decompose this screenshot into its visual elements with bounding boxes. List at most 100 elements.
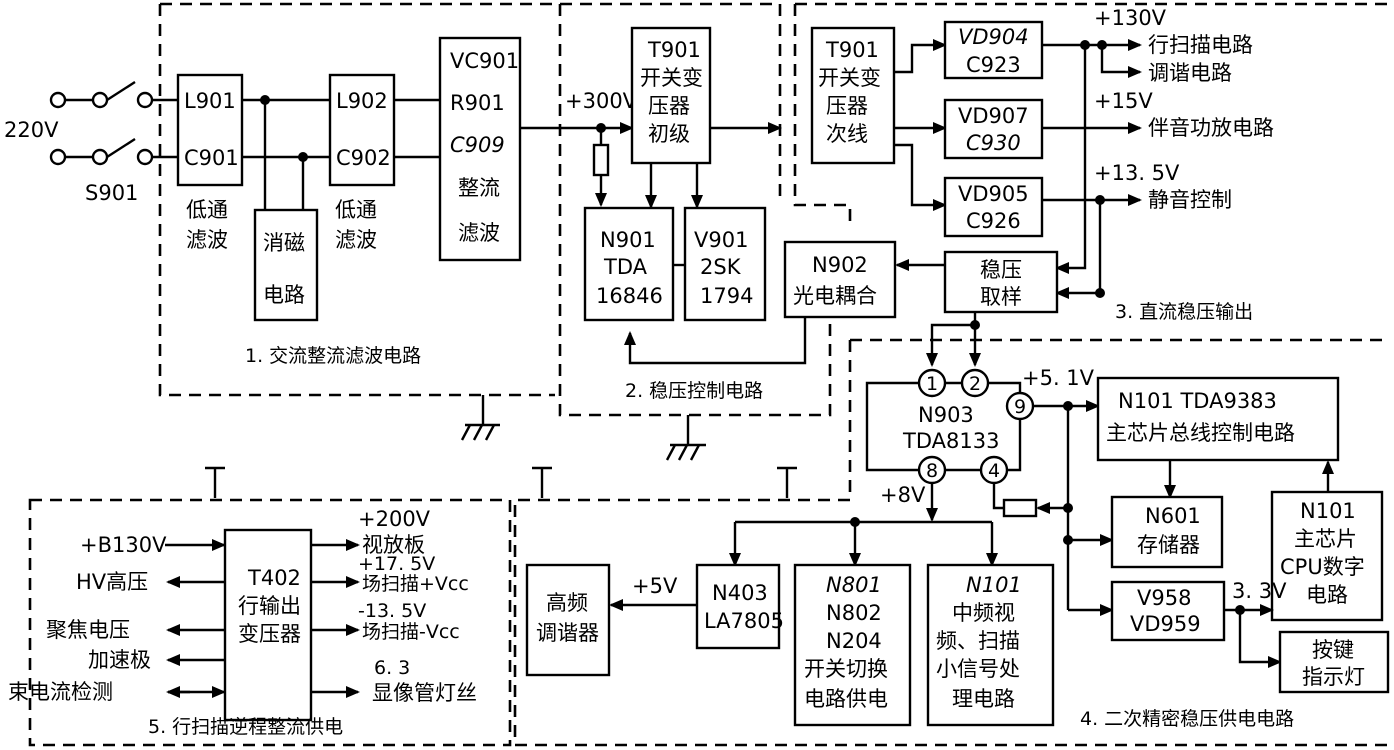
n801-line2: N802 — [826, 601, 882, 625]
n901-line1: N901 — [600, 228, 656, 252]
cpu-line2: 主芯片 — [1294, 527, 1357, 551]
n801-line5: 电路供电 — [804, 687, 888, 711]
n601-line1: N601 — [1145, 504, 1201, 528]
v130-label: +130V — [1094, 6, 1167, 30]
pin9-label: 9 — [1014, 396, 1026, 418]
vd904-c923-block — [943, 20, 1044, 80]
tuner-line2: 调谐器 — [536, 621, 599, 645]
b130-label: +B130V — [80, 533, 167, 557]
section4-boundary — [513, 338, 1390, 747]
c926-label: C926 — [966, 209, 1021, 233]
degauss-block — [253, 208, 319, 322]
n101-bus-control-block — [1096, 376, 1340, 462]
tuner-line1: 高频 — [546, 591, 588, 615]
rectifier-line1: 整流 — [458, 176, 500, 200]
n101-small-signal-block — [926, 563, 1055, 727]
t901-primary-line2: 开关变 — [640, 66, 703, 90]
n801-line1: N801 — [826, 573, 882, 597]
l902-label: L902 — [336, 89, 388, 113]
v63-label: 6. 3 — [374, 657, 410, 679]
n101s-line5: 理电路 — [952, 687, 1015, 711]
vd907-label: VD907 — [958, 104, 1029, 128]
ground-symbol-2 — [665, 415, 706, 461]
l901-label: L901 — [184, 89, 236, 113]
v200-label: +200V — [358, 507, 431, 531]
n902-line1: N902 — [812, 253, 868, 277]
section3-title: 3. 直流稳压输出 — [1115, 301, 1253, 323]
vd904-label: VD904 — [958, 25, 1029, 49]
rectifier-filter-block — [438, 36, 522, 262]
rectifier-line2: 滤波 — [458, 221, 500, 245]
out-mute: 静音控制 — [1148, 188, 1232, 212]
fuse-resistor — [592, 143, 610, 177]
ground-symbol-1 — [460, 395, 500, 441]
power-switch — [49, 80, 178, 166]
l901-c901-block — [176, 73, 244, 187]
v901-line3: 1794 — [700, 284, 753, 308]
vd959-label: VD959 — [1130, 612, 1201, 636]
n801-line3: N204 — [826, 629, 882, 653]
n101s-line4: 小信号处 — [936, 657, 1020, 681]
v8-label: +8V — [880, 483, 926, 507]
v51-label: +5. 1V — [1022, 366, 1095, 390]
vd905-label: VD905 — [958, 182, 1029, 206]
n801-line4: 开关切换 — [804, 657, 888, 681]
n902-line2: 光电耦合 — [793, 284, 877, 308]
c902-label: C902 — [336, 146, 391, 170]
sampling-line1: 稳压 — [980, 258, 1022, 282]
section5-title: 5. 行扫描逆程整流供电 — [148, 716, 343, 738]
t901-primary-block — [630, 26, 712, 165]
sense-resistor — [1002, 498, 1038, 518]
section5-boundary — [28, 498, 512, 747]
v901-line1: V901 — [694, 228, 748, 252]
section2-title: 2. 稳压控制电路 — [625, 380, 763, 402]
heater-label: 显像管灯丝 — [372, 681, 477, 705]
hv-label: HV高压 — [76, 570, 148, 594]
v901-block — [683, 206, 767, 322]
n901-line2: TDA — [603, 255, 648, 279]
t901-primary-line3: 压器 — [648, 94, 690, 118]
v958-vd959-block — [1110, 580, 1226, 642]
n801-switch-block — [793, 563, 912, 727]
c909-label: C909 — [450, 133, 505, 157]
field-plus-label: 场扫描+Vcc — [362, 573, 469, 595]
n903-label: N903 — [918, 403, 974, 427]
v135-label: +13. 5V — [1094, 161, 1180, 185]
v33-label: 3. 3V — [1232, 579, 1287, 603]
cpu-line4: 电路 — [1306, 583, 1348, 607]
v15-label: +15V — [1094, 89, 1153, 113]
out-audio: 伴音功放电路 — [1148, 116, 1274, 140]
t901-secondary-line4: 次线 — [826, 122, 868, 146]
input-voltage-label: 220V — [4, 118, 59, 142]
t402-flyback-block — [223, 528, 313, 722]
n101-line1: N101 TDA9383 — [1118, 389, 1277, 413]
section1-title: 1. 交流整流滤波电路 — [245, 345, 421, 367]
section4-title: 4. 二次精密稳压供电电路 — [1080, 708, 1294, 730]
pin2-label: 2 — [969, 373, 981, 395]
key-line2: 指示灯 — [1302, 665, 1365, 689]
tda8133-label: TDA8133 — [902, 429, 999, 453]
field-minus-label: 场扫描-Vcc — [362, 621, 460, 643]
v5-label: +5V — [632, 574, 678, 598]
t901-primary-line4: 初级 — [648, 122, 690, 146]
v175-label: +17. 5V — [358, 553, 435, 575]
n601-memory-block — [1110, 495, 1224, 569]
t901-secondary-line3: 压器 — [826, 94, 868, 118]
n101-cpu-block — [1270, 490, 1384, 622]
n101s-line1: N101 — [966, 573, 1022, 597]
video-board-label: 视放板 — [362, 533, 425, 557]
tuner-block — [525, 563, 611, 677]
key-indicator-block — [1278, 630, 1390, 694]
l902-c902-block — [328, 73, 396, 187]
v901-line2: 2SK — [700, 255, 742, 279]
out-line-scan: 行扫描电路 — [1148, 33, 1253, 57]
t901-secondary-line2: 开关变 — [818, 66, 881, 90]
t901-secondary-line1: T901 — [825, 38, 879, 62]
t901-primary-line1: T901 — [647, 38, 701, 62]
c923-label: C923 — [966, 53, 1021, 77]
accel-label: 加速极 — [88, 648, 151, 672]
pin8-label: 8 — [926, 460, 938, 482]
lowpass1-line2: 滤波 — [186, 228, 228, 252]
t402-line1: T402 — [247, 566, 301, 590]
